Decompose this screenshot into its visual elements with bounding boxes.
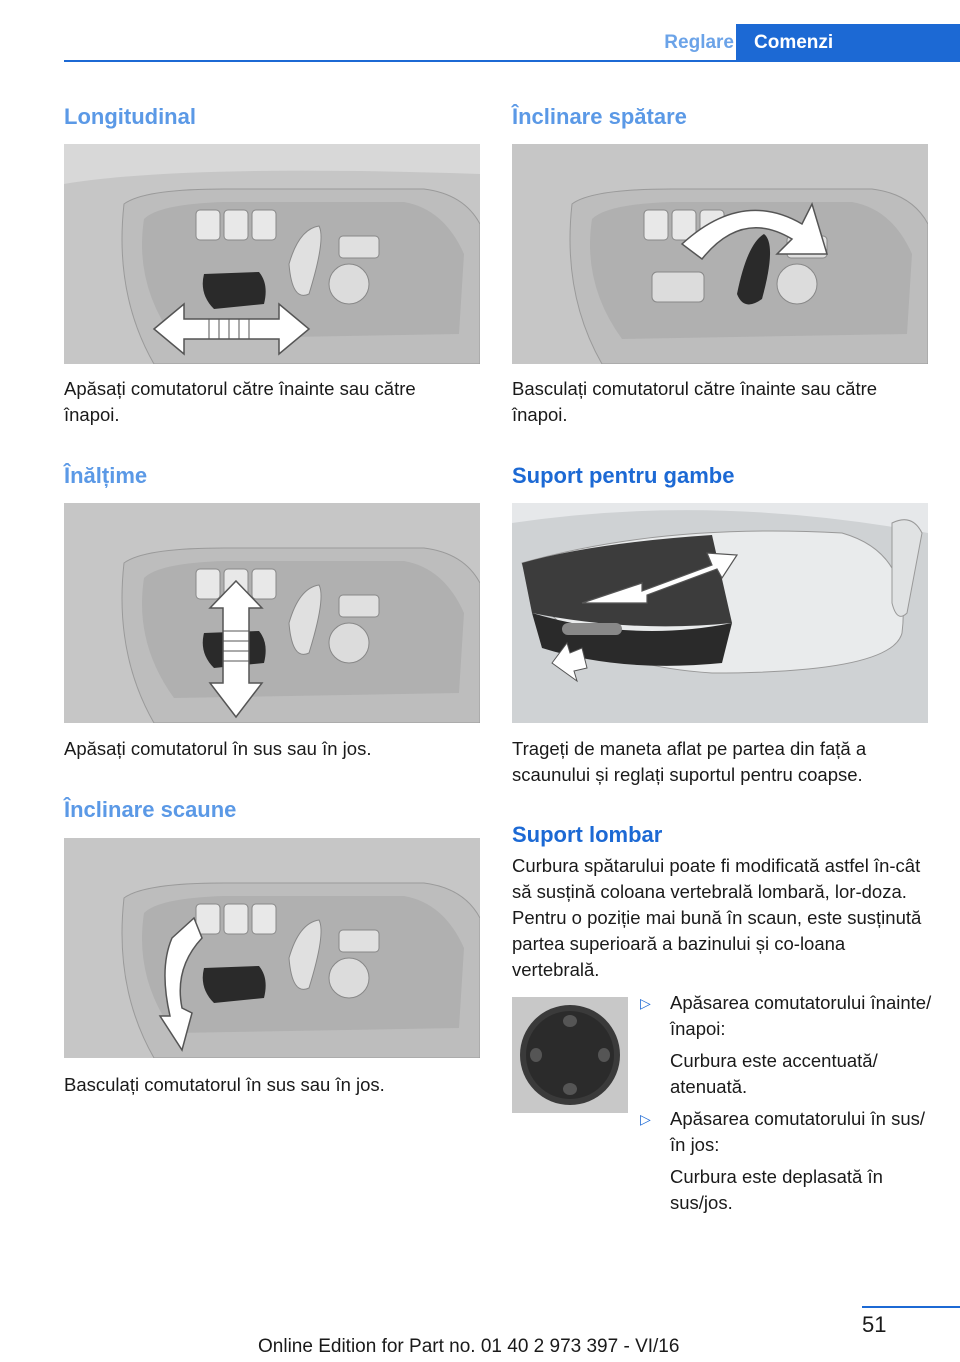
figure-seat-tilt [64,838,480,1058]
edition-text: Online Edition for Part no. 01 40 2 973 … [258,1336,680,1357]
list-item-detail: Curbura este accentuată/ atenuată. [670,1050,878,1097]
page-number: 51 [862,1312,887,1337]
text-inclinare-scaune: Basculați comutatorul în sus sau în jos. [64,1074,385,1095]
text-suport-lombar: Curbura spătarului poate fi modificată a… [512,855,922,980]
figure-thigh-support [512,503,928,723]
lumbar-bullet-list: ▷ Apăsarea comutatorului înainte/înapoi:… [640,990,940,1222]
tab-comenzi[interactable]: Comenzi [736,24,960,61]
list-item: ▷ Apăsarea comutatorului înainte/înapoi: [640,990,940,1042]
text-suport-gambe: Trageți de maneta aflat pe partea din fa… [512,738,867,785]
figure-seat-height [64,503,480,723]
footer-rule [862,1306,960,1308]
heading-inclinare-scaune: Înclinare scaune [64,797,237,822]
figure-lumbar-switch [512,997,628,1113]
heading-suport-lombar: Suport lombar [512,822,663,847]
text-inclinare-spatare: Basculați comutatorul către înainte sau … [512,378,878,425]
heading-inaltime: Înălțime [64,463,148,488]
text-longitudinal: Apăsați comutatorul către înainte sau că… [64,378,416,425]
figure-seat-longitudinal [64,144,480,364]
tab-reglare[interactable]: Reglare [664,32,734,53]
figure-backrest-tilt [512,144,928,364]
list-item-detail: Curbura este deplasată în sus/jos. [670,1166,883,1213]
heading-inclinare-spatare: Înclinare spătare [512,104,687,129]
header-rule [64,60,960,62]
list-item: ▷ Apăsarea comutatorului în sus/în jos: [640,1106,940,1158]
triangle-bullet-icon: ▷ [640,995,651,1011]
heading-longitudinal: Longitudinal [64,104,196,129]
triangle-bullet-icon: ▷ [640,1111,651,1127]
heading-suport-gambe: Suport pentru gambe [512,463,735,488]
text-inaltime: Apăsați comutatorul în sus sau în jos. [64,738,372,759]
